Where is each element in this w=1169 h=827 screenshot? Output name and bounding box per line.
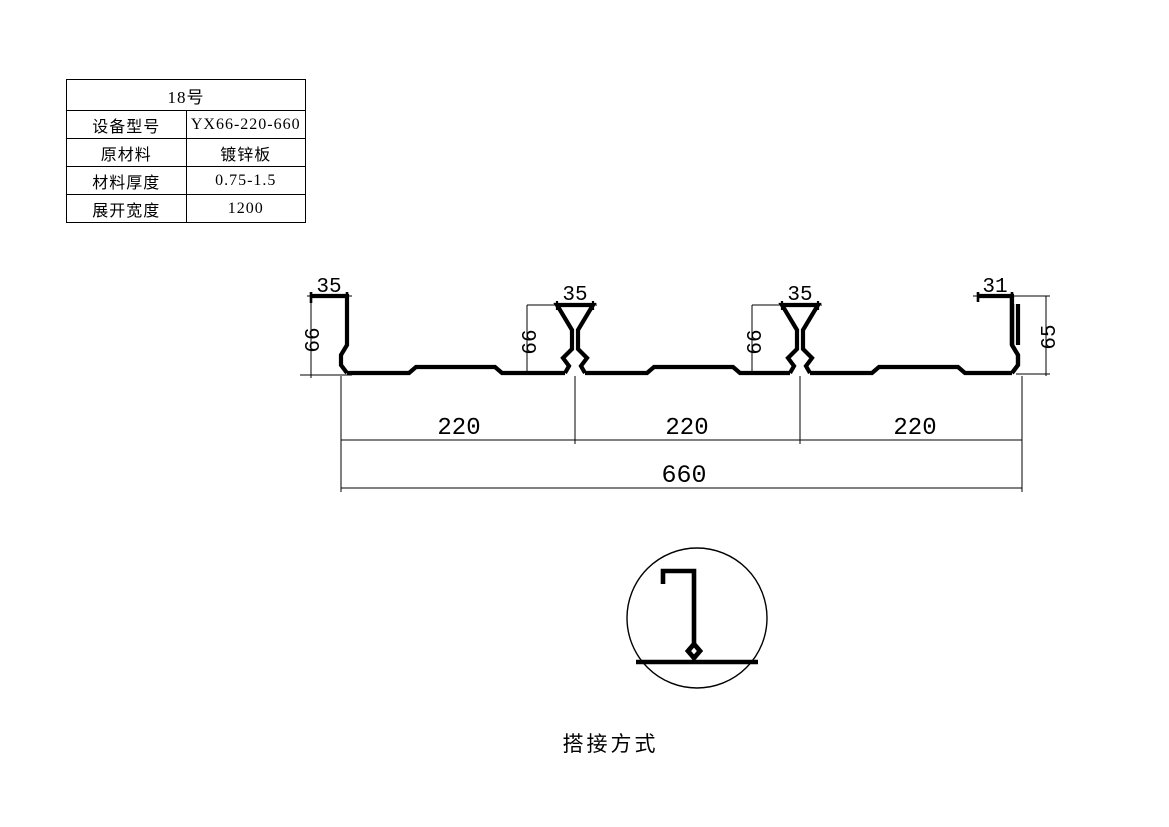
dim-label-left-rib-width: 35 bbox=[316, 276, 341, 299]
dim-label-mid-rib-1-height: 66 bbox=[520, 329, 543, 354]
spec-value-coil-width: 1200 bbox=[185, 194, 306, 223]
lap-detail-caption: 搭接方式 bbox=[0, 728, 1169, 758]
profile-cross-section bbox=[311, 293, 1021, 376]
dim-pitch-chain bbox=[340, 376, 1023, 492]
table-row: 材料厚度 0.75-1.5 bbox=[66, 166, 306, 195]
dim-label-mid-rib-1-width: 35 bbox=[562, 284, 587, 307]
dim-left-rib-height bbox=[300, 296, 352, 378]
dim-label-right-rib-height: 65 bbox=[1039, 324, 1062, 349]
dim-label-left-rib-height: 66 bbox=[303, 327, 326, 352]
dim-right-rib-height bbox=[1016, 295, 1050, 376]
dim-label-pitch-2: 220 bbox=[665, 415, 708, 442]
dim-label-pitch-1: 220 bbox=[437, 415, 480, 442]
spec-value-material: 镀锌板 bbox=[185, 138, 306, 167]
dim-label-total-width: 660 bbox=[661, 461, 706, 490]
table-row: 展开宽度 1200 bbox=[66, 194, 306, 223]
lap-detail-circle bbox=[626, 547, 768, 689]
dim-label-pitch-3: 220 bbox=[893, 415, 936, 442]
dim-label-mid-rib-2-width: 35 bbox=[787, 284, 812, 307]
spec-table: 18号 设备型号 YX66-220-660 原材料 镀锌板 材料厚度 0.75-… bbox=[66, 79, 306, 223]
dim-right-rib-width bbox=[973, 292, 1022, 302]
spec-table-title-row: 18号 bbox=[66, 79, 306, 111]
dim-mid-rib-1-height bbox=[526, 304, 557, 373]
pan-1-path bbox=[347, 364, 565, 376]
table-row: 原材料 镀锌板 bbox=[66, 138, 306, 167]
table-row: 设备型号 YX66-220-660 bbox=[66, 110, 306, 139]
dim-label-mid-rib-2-height: 66 bbox=[745, 329, 768, 354]
pan-3-path bbox=[810, 364, 1012, 376]
mid-rib-2-path bbox=[778, 302, 822, 375]
spec-value-thickness: 0.75-1.5 bbox=[185, 166, 306, 195]
mid-rib-1-path bbox=[553, 302, 597, 375]
lap-detail-seam-path bbox=[684, 640, 704, 662]
lap-detail-caption-text: 搭接方式 bbox=[562, 732, 659, 756]
spec-label-model: 设备型号 bbox=[66, 110, 187, 139]
spec-table-body: 18号 设备型号 YX66-220-660 原材料 镀锌板 材料厚度 0.75-… bbox=[66, 79, 306, 223]
pan-2-path bbox=[585, 364, 790, 376]
spec-table-title: 18号 bbox=[66, 79, 306, 111]
spec-label-material: 原材料 bbox=[66, 138, 187, 167]
dim-mid-rib-2-height bbox=[751, 304, 782, 373]
dim-label-right-rib-width: 31 bbox=[982, 276, 1007, 299]
spec-label-coil-width: 展开宽度 bbox=[66, 194, 187, 223]
